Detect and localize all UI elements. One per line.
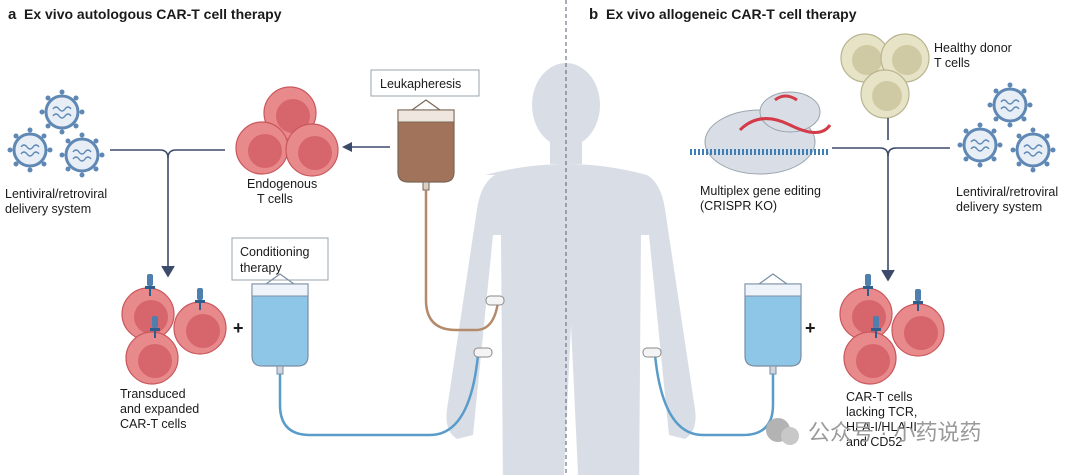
car-t-b-label-4: and CD52 xyxy=(846,435,902,449)
blue-tube-a xyxy=(278,354,480,437)
delivery-label-a-2: delivery system xyxy=(5,202,91,216)
svg-text:Leukapheresis: Leukapheresis xyxy=(380,77,461,91)
merge-arrow-b xyxy=(832,118,950,282)
viral-delivery-system-b xyxy=(956,81,1057,174)
panel-a-title: Ex vivo autologous CAR-T cell therapy xyxy=(24,6,282,22)
donor-label-1: Healthy donor xyxy=(934,41,1012,55)
conditioning-bag xyxy=(251,273,309,375)
svg-text:therapy: therapy xyxy=(240,261,282,275)
brown-tube xyxy=(424,190,500,332)
transduced-label-2: and expanded xyxy=(120,402,199,416)
wechat-watermark: 公众号 · 小药说药 xyxy=(766,418,982,445)
endogenous-label-2: T cells xyxy=(257,192,293,206)
crispr-complex xyxy=(690,91,832,175)
car-t-b-label-1: CAR-T cells xyxy=(846,390,912,404)
svg-text:Conditioning: Conditioning xyxy=(240,245,310,259)
endogenous-label-1: Endogenous xyxy=(247,177,317,191)
delivery-label-a-1: Lentiviral/retroviral xyxy=(5,187,107,201)
merge-arrow-a xyxy=(110,149,225,278)
viral-delivery-system-a xyxy=(6,88,106,179)
conditioning-label-box: Conditioning therapy xyxy=(231,237,329,281)
panel-a-letter: a xyxy=(8,6,17,23)
tube-clamp-upper xyxy=(485,295,505,306)
donor-label-2: T cells xyxy=(934,56,970,70)
endogenous-t-cells xyxy=(235,86,339,177)
human-body-silhouette xyxy=(446,63,696,475)
transduced-label-3: CAR-T cells xyxy=(120,417,186,431)
editing-label-2: (CRISPR KO) xyxy=(700,199,777,213)
tube-clamp-lower-b xyxy=(642,347,662,358)
blue-tube-b xyxy=(653,354,775,437)
svg-text:公众号 · 小药说药: 公众号 · 小药说药 xyxy=(808,420,982,445)
delivery-label-b-1: Lentiviral/retroviral xyxy=(956,185,1058,199)
panel-b-letter: b xyxy=(589,6,598,23)
editing-label-1: Multiplex gene editing xyxy=(700,184,821,198)
car-t-cells-a xyxy=(121,273,227,385)
healthy-donor-t-cells xyxy=(840,33,930,119)
plus-sign-a: + xyxy=(233,318,244,338)
delivery-label-b-2: delivery system xyxy=(956,200,1042,214)
leukapheresis-arrow xyxy=(342,142,390,152)
cell-infusion-bag xyxy=(744,273,802,375)
plus-sign-b: + xyxy=(805,318,816,338)
panel-b-title: Ex vivo allogeneic CAR-T cell therapy xyxy=(606,6,857,22)
car-t-b-label-3: HLA-I/HLA-II xyxy=(846,420,917,434)
leukapheresis-bag xyxy=(397,99,455,191)
transduced-label-1: Transduced xyxy=(120,387,186,401)
leukapheresis-label-box: Leukapheresis xyxy=(370,69,480,97)
car-t-cells-b xyxy=(839,273,945,385)
car-t-b-label-2: lacking TCR, xyxy=(846,405,917,419)
tube-clamp-lower-a xyxy=(473,347,493,358)
